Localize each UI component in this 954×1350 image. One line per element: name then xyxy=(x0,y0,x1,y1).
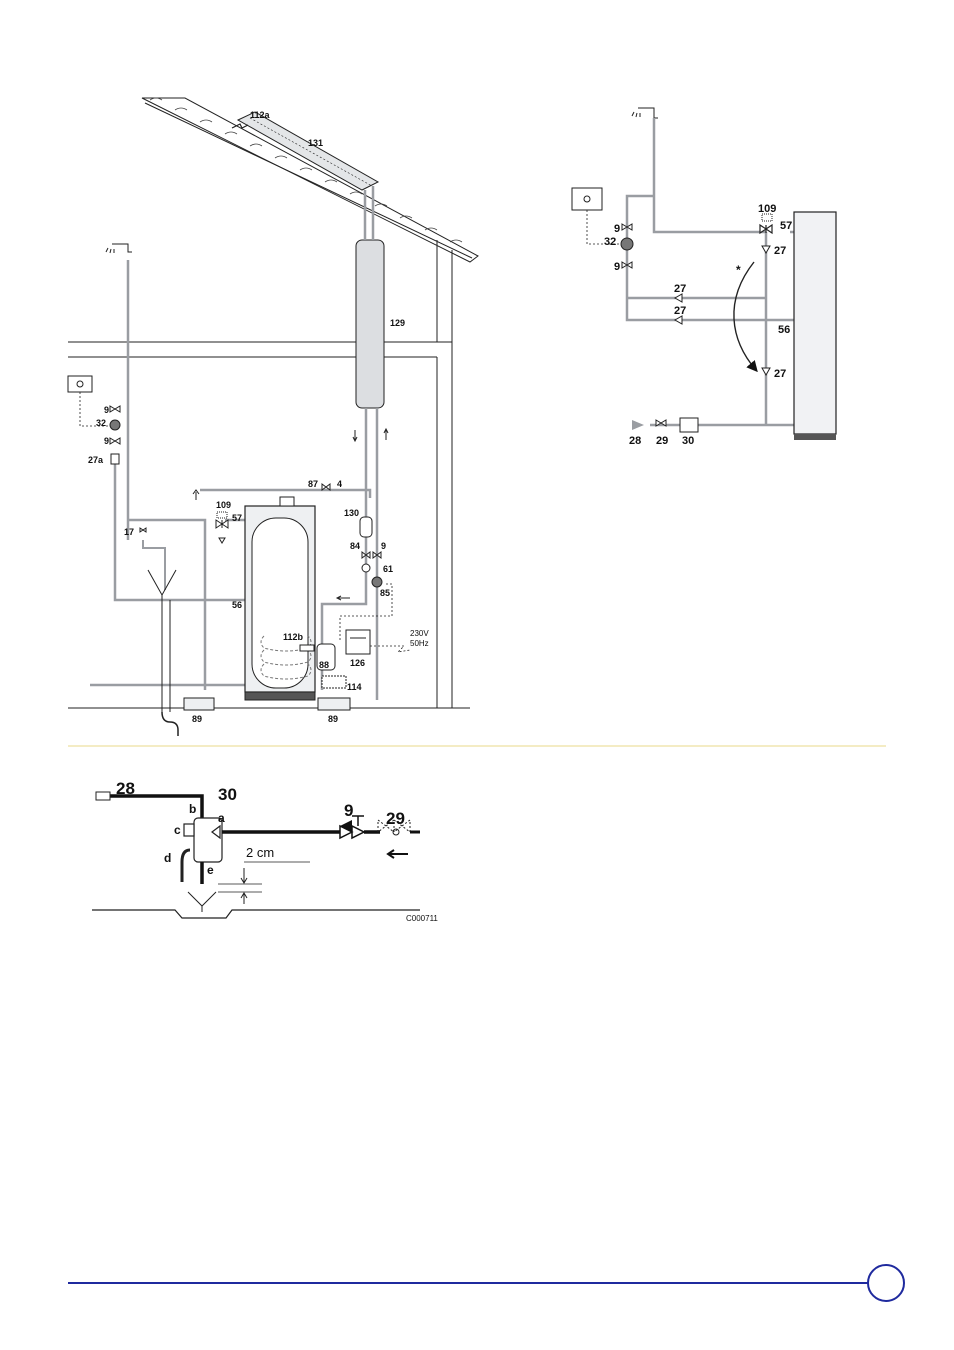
label-d-d: d xyxy=(164,851,171,865)
label-d-29: 29 xyxy=(386,809,405,828)
label-s-29: 29 xyxy=(656,435,668,447)
label-s-27c: 27 xyxy=(674,305,686,317)
schematic-diagram: 9 32 9 109 57 27 27 27 27 56 * 28 29 30 xyxy=(572,108,836,447)
label-d-c: c xyxy=(174,823,181,837)
label-s-9a: 9 xyxy=(614,223,620,235)
label-129: 129 xyxy=(390,318,405,328)
label-d-30: 30 xyxy=(218,785,237,804)
label-112a: 112a xyxy=(250,110,271,120)
label-114: 114 xyxy=(347,682,362,692)
figure-code: C000711 xyxy=(406,914,438,923)
label-s-27b: 27 xyxy=(674,283,686,295)
label-s-56: 56 xyxy=(778,324,790,336)
label-d-a: a xyxy=(218,811,225,825)
label-131: 131 xyxy=(308,138,323,148)
tank-side-view xyxy=(794,212,836,434)
label-85: 85 xyxy=(380,588,390,598)
label-126: 126 xyxy=(350,658,365,668)
shower-tap-icon xyxy=(632,108,658,118)
page-number-badge xyxy=(868,1265,904,1301)
label-voltage: 230V xyxy=(410,629,429,638)
label-c4: 27a xyxy=(88,455,104,465)
label-89-left: 89 xyxy=(192,714,202,724)
label-s-star: * xyxy=(736,263,741,277)
control-panel-icon xyxy=(68,376,92,392)
roof xyxy=(142,98,478,262)
main-diagram: 112a 131 129 xyxy=(68,98,478,736)
label-s-27d: 27 xyxy=(774,368,786,380)
label-s-28: 28 xyxy=(629,435,641,447)
label-c2: 32 xyxy=(96,418,106,428)
label-84: 84 xyxy=(350,541,360,551)
storage-tank xyxy=(245,497,315,700)
pipework xyxy=(90,186,377,700)
label-9-main: 9 xyxy=(381,541,386,551)
label-4: 4 xyxy=(337,479,342,489)
label-57: 57 xyxy=(232,513,242,523)
label-56: 56 xyxy=(232,600,242,610)
label-d-28: 28 xyxy=(116,779,135,798)
valve-stack xyxy=(110,406,120,464)
label-frequency: 50Hz xyxy=(410,639,429,648)
shower-tap-icon xyxy=(106,244,132,253)
label-87: 87 xyxy=(308,479,318,489)
label-c3: 9 xyxy=(104,436,109,446)
label-c1: 9 xyxy=(104,405,109,415)
label-s-109: 109 xyxy=(758,203,776,215)
label-61: 61 xyxy=(383,564,393,574)
label-d-gap: 2 cm xyxy=(246,845,274,860)
controller-icon xyxy=(346,630,370,654)
pipe-duct xyxy=(356,240,384,408)
label-88: 88 xyxy=(319,660,329,670)
label-89-right: 89 xyxy=(328,714,338,724)
label-112b: 112b xyxy=(283,632,304,642)
control-panel-icon xyxy=(572,188,602,210)
label-s-27a: 27 xyxy=(774,245,786,257)
label-d-e: e xyxy=(207,863,214,877)
label-109: 109 xyxy=(216,500,231,510)
label-s-9b: 9 xyxy=(614,261,620,273)
label-s-32: 32 xyxy=(604,236,616,248)
detail-diagram: 28 30 9 29 a b c d e 2 cm C000711 xyxy=(92,779,438,923)
label-d-9: 9 xyxy=(344,801,353,820)
label-s-30: 30 xyxy=(682,435,694,447)
label-130: 130 xyxy=(344,508,359,518)
label-17: 17 xyxy=(124,527,134,537)
label-d-b: b xyxy=(189,802,196,816)
label-s-57: 57 xyxy=(780,220,792,232)
